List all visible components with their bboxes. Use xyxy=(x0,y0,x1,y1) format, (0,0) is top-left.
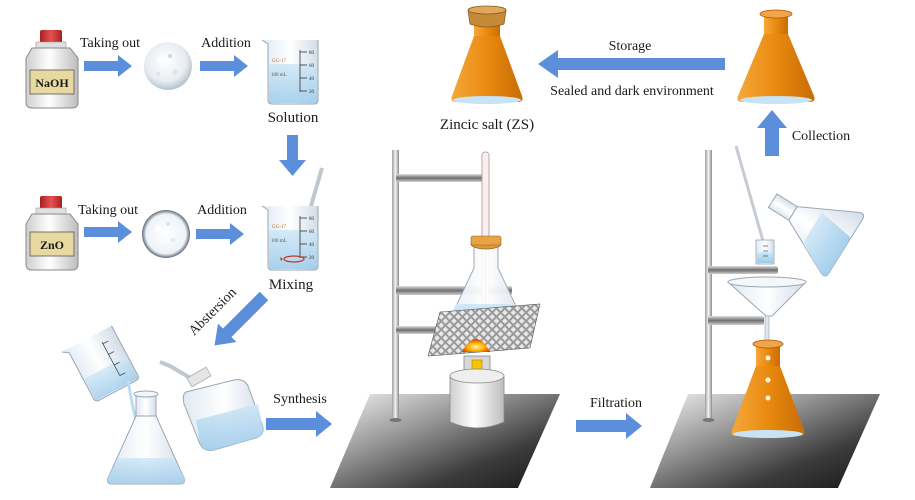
pour-stream xyxy=(126,379,138,421)
sealed-label: Sealed and dark environment xyxy=(550,84,714,99)
beaker-volume-b: 100 mL xyxy=(271,239,287,244)
addition-label-2: Addition xyxy=(197,203,247,218)
beaker-solution: 80 60 40 20 GG-17 100 mL xyxy=(261,39,319,105)
arrow-collection xyxy=(757,110,787,156)
synthesis-label: Synthesis xyxy=(273,392,327,407)
beaker-mixing: 80 60 40 20 GG-17 100 mL xyxy=(261,167,324,271)
arrow-filtration xyxy=(576,413,642,439)
zno-label: ZnO xyxy=(40,238,64,252)
arrow-down-to-mixing xyxy=(279,135,306,176)
storage-label: Storage xyxy=(609,39,652,54)
zno-bottle: ZnO xyxy=(25,196,79,271)
tick-40: 40 xyxy=(309,77,315,82)
arrow-taking-out-1 xyxy=(84,55,132,77)
naoh-powder xyxy=(144,42,192,90)
arrow-storage xyxy=(538,50,725,78)
taking-out-label-2: Taking out xyxy=(78,203,138,218)
tick-40-b: 40 xyxy=(309,243,315,248)
arrow-taking-out-2 xyxy=(84,221,132,243)
tick-60: 60 xyxy=(309,64,315,69)
beaker-volume: 100 mL xyxy=(271,73,287,78)
addition-label-1: Addition xyxy=(201,36,251,51)
filtration-apparatus xyxy=(650,145,880,488)
tick-80-b: 80 xyxy=(309,217,315,222)
washing-beaker xyxy=(61,325,139,402)
collection-label: Collection xyxy=(792,129,850,144)
mixing-label: Mixing xyxy=(269,277,314,293)
filtration-label: Filtration xyxy=(590,396,642,411)
beaker-brand: GG-17 xyxy=(272,59,286,64)
synthesis-apparatus xyxy=(330,150,560,488)
washing-flask xyxy=(107,390,185,485)
beaker-brand-b: GG-17 xyxy=(272,225,286,230)
wash-bottle xyxy=(159,360,264,451)
arrow-addition-1 xyxy=(200,55,248,77)
taking-out-label-1: Taking out xyxy=(80,36,140,51)
zincic-salt-label: Zincic salt (ZS) xyxy=(440,117,534,133)
tick-20: 20 xyxy=(309,90,315,95)
arrow-abstersion xyxy=(214,291,269,346)
tick-80: 80 xyxy=(309,51,315,56)
zno-powder xyxy=(142,210,190,258)
tick-20-b: 20 xyxy=(309,256,315,261)
zincic-salt-flask xyxy=(451,5,523,104)
arrow-synthesis xyxy=(266,411,332,437)
collected-flask xyxy=(737,9,815,104)
solution-label: Solution xyxy=(268,110,319,126)
naoh-label: NaOH xyxy=(35,76,69,90)
tick-60-b: 60 xyxy=(309,230,315,235)
naoh-bottle: NaOH xyxy=(25,30,79,109)
arrow-addition-2 xyxy=(196,223,244,245)
